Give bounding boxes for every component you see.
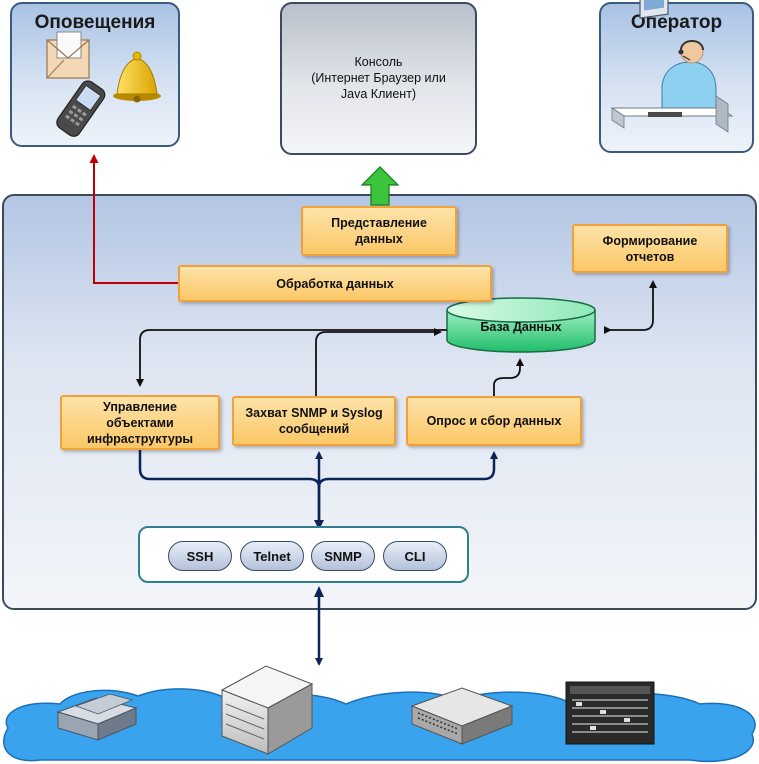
presentation-box: Представление данных	[301, 206, 457, 256]
protocol-cli: CLI	[383, 541, 447, 571]
notifications-title: Оповещения	[34, 12, 156, 33]
envelope-icon	[46, 31, 90, 79]
switch-icon	[410, 687, 514, 745]
operator-icon	[610, 0, 734, 133]
capture-box: Захват SNMP и Syslog сообщений	[232, 396, 396, 446]
database-icon	[446, 297, 596, 353]
mobile-phone-icon	[56, 80, 106, 137]
db-to-infra-arrow	[136, 329, 447, 387]
bell-icon	[113, 51, 161, 103]
polling-to-db-arrow	[493, 358, 524, 396]
infra-box: Управление объектами инфраструктуры	[60, 395, 220, 450]
operator-title: Оператор	[630, 12, 723, 33]
protocols-to-polling-arrow	[317, 451, 498, 488]
alert-arrow	[89, 154, 180, 284]
tower-server-icon	[220, 665, 314, 755]
protocol-telnet: Telnet	[240, 541, 304, 571]
protocols-to-infra-arrow	[138, 450, 321, 528]
db-reports-arrow	[604, 280, 657, 331]
protocol-snmp: SNMP	[311, 541, 375, 571]
console-label: Консоль (Интернет Браузер или Java Клиен…	[311, 55, 446, 101]
reports-box: Формирование отчетов	[572, 224, 728, 273]
database-label: База Данных	[480, 320, 562, 334]
chassis-icon	[565, 681, 655, 745]
green-arrow-icon	[360, 166, 400, 206]
polling-box: Опрос и сбор данных	[406, 396, 582, 446]
protocol-ssh: SSH	[168, 541, 232, 571]
rack-server-icon	[56, 693, 138, 741]
console-panel: Консоль (Интернет Браузер или Java Клиен…	[280, 2, 477, 155]
capture-to-db-arrow	[315, 328, 442, 396]
processing-box: Обработка данных	[178, 265, 492, 302]
